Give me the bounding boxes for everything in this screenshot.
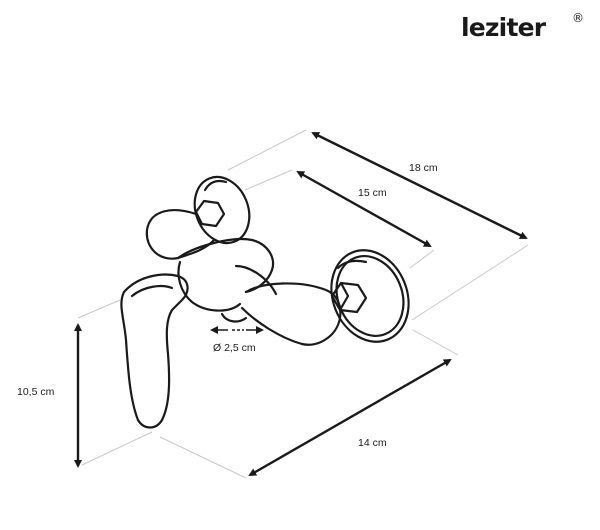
label-depth: 14 cm [358, 437, 387, 449]
rear-hex-nut [194, 199, 226, 228]
rear-wall-flange [193, 175, 251, 245]
registered-mark: ® [572, 11, 584, 25]
arrow-15cm [296, 170, 432, 248]
dimension-arrows [74, 131, 528, 477]
brand-name: leziter [461, 13, 546, 42]
mixer-body [176, 238, 275, 294]
extension-lines [77, 129, 529, 479]
brand-logo: leziter ® [461, 11, 584, 43]
label-height: 10,5 cm [17, 386, 55, 398]
lever-handle [120, 273, 189, 429]
label-outlet-diameter: Ø 2,5 cm [213, 342, 256, 354]
arrow-14cm [248, 358, 452, 477]
outlet [220, 312, 248, 323]
faucet-body [120, 175, 410, 429]
arrow-18cm [311, 131, 528, 240]
label-center-distance: 15 cm [358, 187, 387, 199]
front-wall-flange [330, 249, 410, 343]
label-total-length: 18 cm [409, 162, 438, 174]
